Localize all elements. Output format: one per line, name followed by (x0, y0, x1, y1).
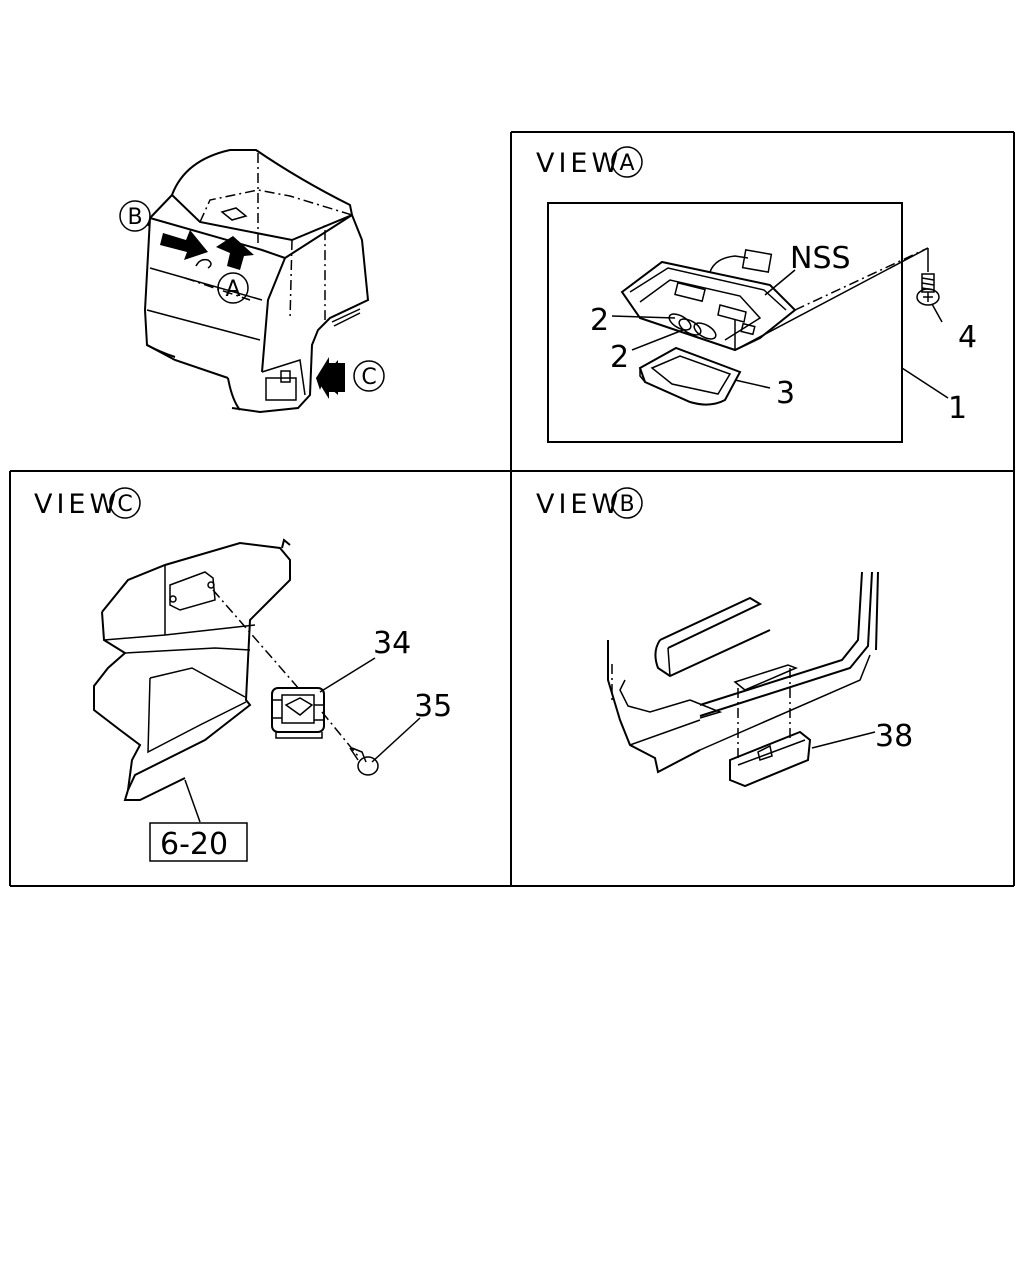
view-a-title: VIEW A (536, 146, 643, 179)
label-part-2-upper: 2 (590, 303, 609, 338)
callout-c: C (353, 360, 385, 392)
callout-c-letter: C (361, 365, 376, 390)
view-b-drawing (607, 571, 879, 788)
label-part-35: 35 (414, 689, 452, 724)
view-c-title: VIEW C (34, 487, 141, 520)
label-part-34: 34 (373, 626, 411, 661)
label-reference-6-20: 6-20 (160, 827, 228, 862)
cab-overview-drawing (143, 149, 370, 414)
view-a-labels: NSS 2 2 3 4 1 (590, 241, 977, 426)
callout-b: B (119, 200, 151, 232)
view-b-labels: 38 (875, 719, 913, 754)
view-c-title-word: VIEW (34, 489, 120, 520)
label-nss: NSS (790, 241, 851, 276)
view-b-title: VIEW B (536, 487, 643, 520)
view-a-drawing (547, 202, 949, 443)
callout-a: A (217, 272, 249, 304)
view-c-title-letter: C (117, 492, 132, 517)
view-a-title-letter: A (619, 151, 634, 176)
view-b-title-word: VIEW (536, 489, 622, 520)
label-part-3: 3 (776, 376, 795, 411)
callout-b-letter: B (127, 205, 142, 230)
callout-a-letter: A (225, 277, 240, 302)
label-part-4: 4 (958, 320, 977, 355)
label-part-1: 1 (948, 391, 967, 426)
view-c-drawing (93, 538, 421, 862)
view-b-title-letter: B (619, 492, 634, 517)
view-a-title-word: VIEW (536, 148, 622, 179)
label-part-2-lower: 2 (610, 340, 629, 375)
view-c-labels: 34 35 6-20 (160, 626, 452, 862)
panel-frames (9, 131, 1015, 887)
label-part-38: 38 (875, 719, 913, 754)
